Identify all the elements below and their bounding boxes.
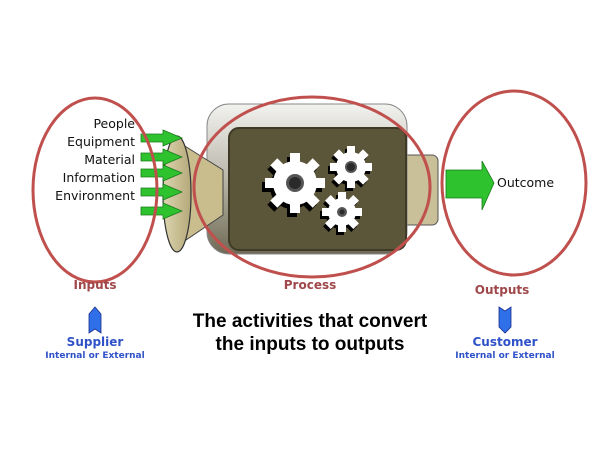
input-arrow-icon bbox=[140, 202, 184, 220]
output-item-outcome: Outcome bbox=[497, 175, 555, 190]
input-arrow-icon bbox=[140, 164, 184, 182]
gear-icon-top-right bbox=[328, 146, 372, 191]
input-arrow-icon bbox=[140, 129, 184, 147]
customer-down-arrow-icon bbox=[498, 306, 512, 334]
caption: The activities that convert the inputs t… bbox=[160, 310, 460, 356]
supplier-title: Supplier bbox=[66, 335, 124, 349]
output-arrow-icon bbox=[445, 160, 495, 211]
customer-title: Customer bbox=[472, 335, 538, 349]
customer-subtitle: Internal or External bbox=[455, 351, 555, 361]
process-label: Process bbox=[283, 278, 337, 292]
supplier-subtitle: Internal or External bbox=[45, 351, 145, 361]
outputs-ellipse bbox=[440, 89, 588, 277]
input-arrow-icon bbox=[140, 183, 184, 201]
inputs-label: Inputs bbox=[73, 278, 117, 292]
outputs-label: Outputs bbox=[474, 283, 530, 297]
process-ellipse bbox=[192, 95, 432, 279]
gear-icon-large bbox=[262, 153, 325, 217]
input-item-people: People bbox=[93, 116, 135, 131]
input-item-environment: Environment bbox=[55, 188, 135, 203]
caption-line-1: The activities that convert bbox=[192, 311, 428, 332]
inputs-ellipse bbox=[31, 96, 159, 284]
input-item-material: Material bbox=[84, 152, 135, 167]
input-item-information: Information bbox=[62, 170, 135, 185]
input-item-equipment: Equipment bbox=[67, 134, 135, 149]
supplier-up-arrow-icon bbox=[88, 306, 102, 334]
gear-icon-bottom bbox=[320, 192, 362, 235]
caption-line-2: the inputs to outputs bbox=[215, 334, 405, 355]
